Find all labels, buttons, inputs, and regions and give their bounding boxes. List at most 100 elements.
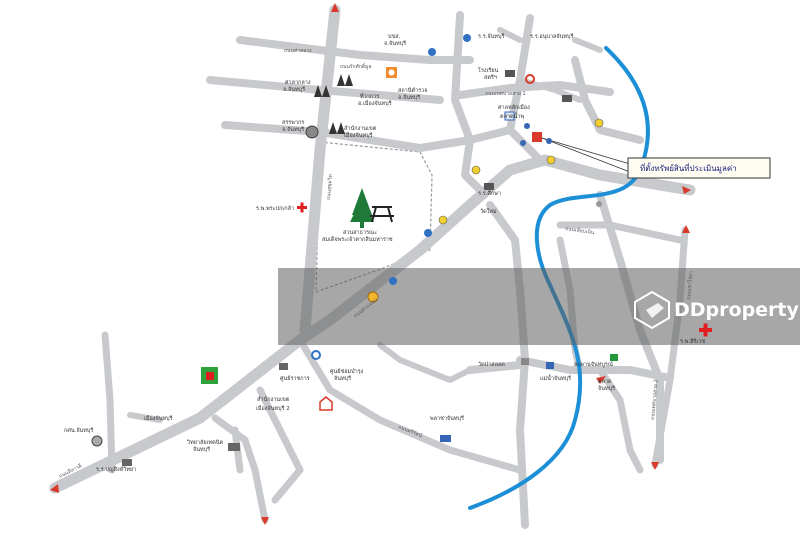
office-icon: [562, 95, 572, 102]
place-labels: บขส. จ.จันทบุรี ร.ร.จันทบุรี ร.ร.อนุบาลจ…: [64, 33, 705, 473]
market-icon: [546, 362, 554, 369]
direction-arrow-icon: [50, 484, 59, 493]
place-label: จ.จันทบุรี: [283, 86, 305, 93]
place-label: จันทบุรี: [334, 375, 351, 382]
seal-icon: [91, 435, 103, 447]
temple-icon: [337, 74, 353, 86]
place-label: จ.จันทบุรี: [282, 126, 304, 133]
picnic-table-icon: [370, 206, 394, 223]
hospital-icon: [297, 202, 307, 213]
road-label: ถนนเขาไร่ยา: [685, 271, 694, 300]
north-road-2: [206, 76, 444, 104]
temple-icon: [329, 122, 345, 134]
place-label: ร.พ.พระปกเกล้า: [256, 205, 294, 212]
place-label: แม่น้ำจันทบุรี: [540, 374, 571, 382]
place-label: วิทยาลัยเทคนิค: [186, 439, 223, 446]
direction-arrow-icon: [682, 225, 690, 233]
school-icon: [463, 34, 471, 42]
place-label: ศูนย์ราชการ: [280, 375, 310, 382]
direction-arrow-icon: [261, 517, 269, 525]
place-label: สรรพากร: [282, 119, 304, 126]
place-label: สถานีตำรวจ: [398, 87, 427, 94]
red-house-icon: [319, 396, 333, 411]
place-label: สะพานจันทบูรณ์: [574, 361, 613, 368]
place-label: ร.ร.ศึกษา: [478, 190, 501, 197]
place-label: วัดป่าสลอด: [478, 361, 505, 368]
park-label-2: สมเด็จพระเจ้าตากสินมหาราช: [322, 235, 393, 243]
road-label: ถนนสุขุมวิท: [325, 174, 334, 200]
direction-arrow-icon: [651, 462, 659, 470]
callout-text: ที่ตั้งทรัพย์สินที่ประเมินมูลค่า: [640, 162, 737, 174]
shrine-icon: [504, 111, 515, 121]
place-label: ศาลากลาง: [285, 79, 311, 86]
place-label: สำนักงานเขต: [344, 125, 377, 132]
place-label: ที่ว่าการ: [360, 92, 380, 100]
place-label: ตลาด: [598, 379, 612, 385]
yellow-marker-icon: [546, 155, 556, 165]
blue-circle-icon: [424, 229, 432, 237]
yellow-marker-icon: [438, 215, 448, 225]
blue-circle-icon: [311, 350, 321, 360]
place-label: จันทบุรี: [598, 385, 615, 392]
place-label: ร.พ.สิริเวช: [680, 338, 705, 345]
place-label: จ.จันทบุรี: [398, 94, 420, 101]
school-building-icon: [279, 363, 288, 370]
place-label: พลาซ่าจันทบุรี: [430, 415, 464, 422]
flag-icon: [610, 354, 618, 361]
place-label: ศาลหลักเมือง: [498, 104, 530, 111]
place-label: บขส.: [388, 33, 401, 40]
police-station-icon: [386, 67, 397, 78]
place-label: วัดใหม่: [480, 208, 497, 215]
red-circle-icon: [525, 74, 535, 84]
post-office-icon: [440, 435, 451, 442]
north-road-1: [236, 36, 474, 64]
temple-building-icon: [484, 183, 494, 190]
store-icon: [521, 358, 529, 365]
place-label: เมืองจันทบุรี 2: [256, 405, 290, 412]
place-label: จ.จันทบุรี: [384, 40, 406, 47]
place-label: ศูนย์ซ่อมบำรุง: [330, 368, 364, 375]
callout-box: [627, 157, 771, 179]
place-label: กศน.จันทบุรี: [64, 427, 93, 434]
place-label: สำนักงานเขต: [257, 396, 290, 403]
yellow-marker-icon: [471, 165, 481, 175]
road-label: ถนนรักศักดิ์มูล: [340, 62, 371, 70]
park-tree-icon: [350, 188, 374, 228]
place-label: อ.เมืองจันทบุรี: [358, 100, 392, 107]
hospital-icon: [699, 323, 712, 337]
road-label: ถนนท่าหลวง: [284, 48, 312, 54]
yellow-marker-icon: [594, 118, 604, 128]
place-label: เมืองจันทบุรี: [344, 132, 373, 139]
fuel-station-icon: [367, 291, 379, 303]
bus-terminal-icon: [428, 48, 436, 56]
blue-circle-icon: [389, 277, 397, 285]
government-building-icon: [228, 443, 240, 451]
direction-arrow-icon: [331, 3, 339, 12]
office-icon: [122, 459, 132, 466]
chanthaburi-river: [468, 46, 650, 510]
temple-icon: [314, 85, 330, 97]
road-label: ถนนเทศบาลสาย 1: [485, 91, 526, 97]
place-label: โรงเรียน: [478, 66, 499, 74]
road-label: ถนนเลียบเนิน: [565, 225, 596, 236]
mid-road-1: [221, 121, 514, 152]
school-building-icon: [505, 70, 515, 77]
road-label: ถนนตรีรัตน์: [397, 423, 423, 439]
callout-line: [541, 137, 631, 165]
supermarket-icon: [201, 367, 218, 384]
subject-location-icon: [520, 123, 552, 146]
place-label: ตลาดน้ำพุ: [500, 112, 524, 120]
main-diagonal-road: [49, 154, 696, 494]
direction-arrow-icon: [682, 186, 691, 194]
watermark-band: [278, 268, 800, 345]
place-label: ร.ร.อนุบาลจันทบุรี: [530, 33, 574, 40]
red-arrow-icon: [596, 376, 606, 384]
place-label: ร.ร.บุญสิงห์วิทยา: [96, 466, 136, 473]
place-label: เมืองจันทบุรี: [144, 415, 173, 422]
road-label: ถนนเทศบาลสาย 2: [650, 379, 660, 420]
place-label: จันทบุรี: [193, 446, 210, 453]
seal-icon: [305, 125, 319, 139]
park-label-1: สวนสาธารณะ: [343, 229, 377, 236]
place-label: สตรีฯ: [484, 74, 497, 81]
